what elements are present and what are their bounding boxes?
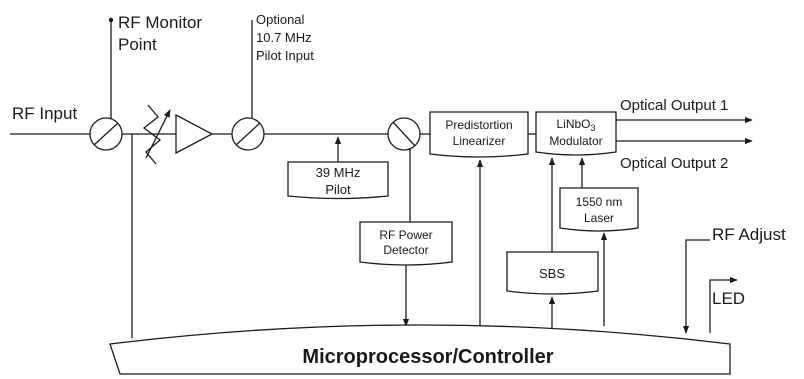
rf-monitor-label-line2: Point — [118, 35, 157, 54]
controller-box — [109, 324, 731, 375]
rf-input-label: RF Input — [12, 104, 77, 123]
modulator-box — [535, 111, 617, 156]
optional-label-line3: Pilot Input — [256, 48, 314, 63]
pilot-label-line2: Pilot — [325, 182, 351, 197]
controller-label: Microprocessor/Controller — [302, 346, 553, 368]
rf-power-label-line2: Detector — [383, 243, 428, 257]
amplifier-icon — [175, 113, 214, 155]
rf-adjust-arrow — [682, 239, 710, 334]
rf-adjust-label: RF Adjust — [712, 225, 786, 244]
predistortion-linearizer-box — [429, 111, 529, 158]
pilot-39mhz-box — [287, 161, 389, 200]
predistortion-label-line1: Predistortion — [445, 118, 512, 132]
optical-output-2-label: Optical Output 2 — [620, 155, 728, 172]
rf-power-label-line1: RF Power — [379, 228, 432, 242]
laser-label-line1: 1550 nm — [576, 195, 623, 209]
modulator-label-line2: Modulator — [549, 134, 602, 148]
laser-box — [559, 187, 639, 232]
variable-attenuator-icon — [142, 104, 171, 165]
optional-label-line2: 10.7 MHz — [256, 30, 312, 45]
sbs-label: SBS — [539, 266, 565, 281]
sbs-box — [506, 251, 599, 295]
rf-power-detector-box — [359, 221, 453, 266]
optional-label-line1: Optional — [256, 12, 305, 27]
led-label: LED — [712, 289, 745, 308]
led-arrow — [709, 276, 738, 333]
rf-monitor-dot — [108, 17, 114, 23]
optical-output-1-label: Optical Output 1 — [620, 97, 728, 114]
modulator-label-line1: LiNbO3 — [556, 117, 595, 133]
laser-label-line2: Laser — [584, 211, 614, 225]
rf-monitor-label-line1: RF Monitor — [118, 13, 202, 32]
pilot-label-line1: 39 MHz — [316, 165, 361, 180]
predistortion-label-line2: Linearizer — [453, 134, 506, 148]
